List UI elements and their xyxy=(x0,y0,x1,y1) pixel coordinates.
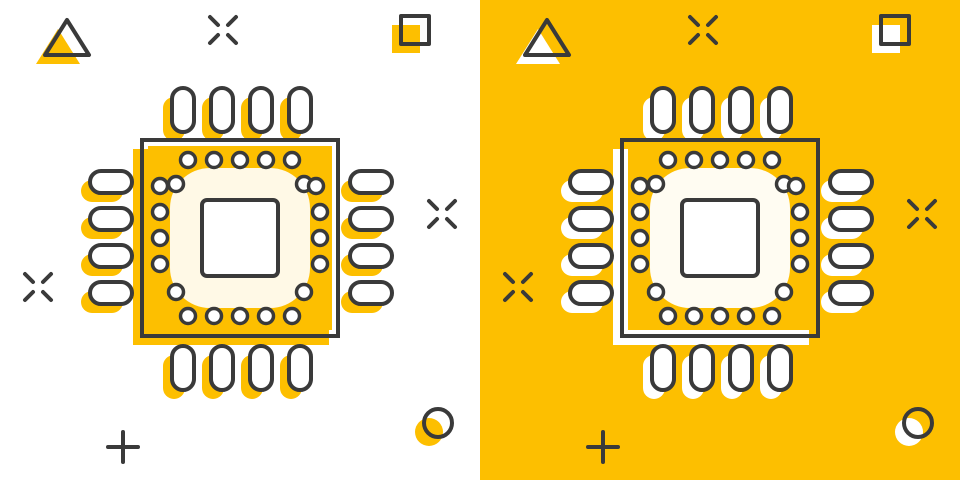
cross-icon xyxy=(907,199,937,229)
chip-pin-right xyxy=(828,280,874,306)
chip-pin-left xyxy=(88,169,134,195)
chip-pad xyxy=(646,174,666,194)
chip-die xyxy=(680,198,760,278)
chip-pad xyxy=(710,150,730,170)
cpu-icon-panel-accent xyxy=(480,0,960,480)
chip-die xyxy=(200,198,280,278)
chip-pad xyxy=(166,282,186,302)
cpu-chip-icon xyxy=(88,86,394,392)
chip-pin-bottom xyxy=(209,344,235,392)
chip-pin-top xyxy=(248,86,274,134)
chip-body xyxy=(140,138,340,338)
chip-pad xyxy=(230,150,250,170)
chip-pin-right xyxy=(828,169,874,195)
chip-pad xyxy=(150,202,170,222)
chip-pin-right xyxy=(828,206,874,232)
chip-pad xyxy=(630,254,650,274)
chip-pad xyxy=(178,150,198,170)
chip-pin-right xyxy=(828,243,874,269)
chip-pad xyxy=(736,150,756,170)
chip-pin-left xyxy=(88,243,134,269)
circle-icon xyxy=(422,407,454,439)
cross-icon xyxy=(503,272,533,302)
chip-pad xyxy=(256,306,276,326)
chip-pin-bottom xyxy=(728,344,754,392)
cpu-icon-panel-light xyxy=(23,14,457,464)
cross-icon xyxy=(208,15,238,45)
cross-icon xyxy=(688,15,718,45)
chip-pin-top xyxy=(767,86,793,134)
chip-pin-top xyxy=(170,86,196,134)
chip-pin-top xyxy=(689,86,715,134)
chip-pad xyxy=(150,176,170,196)
chip-pad xyxy=(256,150,276,170)
chip-pad xyxy=(150,254,170,274)
chip-pad xyxy=(150,228,170,248)
square-icon xyxy=(399,14,431,46)
chip-pad xyxy=(310,228,330,248)
plus-icon xyxy=(586,430,620,464)
chip-pad xyxy=(630,202,650,222)
chip-pad xyxy=(310,254,330,274)
chip-pin-bottom xyxy=(767,344,793,392)
chip-pin-right xyxy=(348,169,394,195)
chip-pin-bottom xyxy=(170,344,196,392)
chip-pad xyxy=(282,306,302,326)
chip-pin-right xyxy=(348,280,394,306)
chip-pad xyxy=(294,282,314,302)
chip-pad xyxy=(786,176,806,196)
chip-pin-top xyxy=(728,86,754,134)
chip-pad xyxy=(658,150,678,170)
chip-pad xyxy=(178,306,198,326)
chip-pin-right xyxy=(348,206,394,232)
circle-icon xyxy=(902,407,934,439)
chip-pad xyxy=(166,174,186,194)
chip-pin-left xyxy=(88,206,134,232)
chip-pin-bottom xyxy=(650,344,676,392)
chip-pad xyxy=(230,306,250,326)
chip-pin-top xyxy=(209,86,235,134)
chip-pad xyxy=(790,202,810,222)
cross-icon xyxy=(23,272,53,302)
cpu-chip-icon xyxy=(568,86,874,392)
chip-pad xyxy=(736,306,756,326)
square-icon xyxy=(879,14,911,46)
chip-pad xyxy=(310,202,330,222)
chip-pad xyxy=(684,150,704,170)
chip-pin-bottom xyxy=(287,344,313,392)
chip-pin-bottom xyxy=(248,344,274,392)
triangle-icon xyxy=(43,18,91,57)
chip-pin-left xyxy=(88,280,134,306)
chip-pad xyxy=(762,150,782,170)
triangle-icon xyxy=(523,18,571,57)
chip-pad xyxy=(630,228,650,248)
chip-pad xyxy=(684,306,704,326)
chip-pad xyxy=(790,228,810,248)
chip-pad xyxy=(646,282,666,302)
plus-icon xyxy=(106,430,140,464)
chip-pad xyxy=(630,176,650,196)
chip-body xyxy=(620,138,820,338)
chip-pad xyxy=(762,306,782,326)
chip-pin-top xyxy=(287,86,313,134)
chip-pad xyxy=(204,306,224,326)
cross-icon xyxy=(427,199,457,229)
chip-pin-bottom xyxy=(689,344,715,392)
chip-pad xyxy=(282,150,302,170)
chip-pad xyxy=(658,306,678,326)
chip-pin-top xyxy=(650,86,676,134)
chip-pad xyxy=(306,176,326,196)
chip-pin-left xyxy=(568,243,614,269)
chip-pin-left xyxy=(568,280,614,306)
chip-pin-right xyxy=(348,243,394,269)
chip-pad xyxy=(204,150,224,170)
chip-pad xyxy=(774,282,794,302)
chip-pin-left xyxy=(568,169,614,195)
chip-pad xyxy=(790,254,810,274)
chip-pin-left xyxy=(568,206,614,232)
chip-pad xyxy=(710,306,730,326)
